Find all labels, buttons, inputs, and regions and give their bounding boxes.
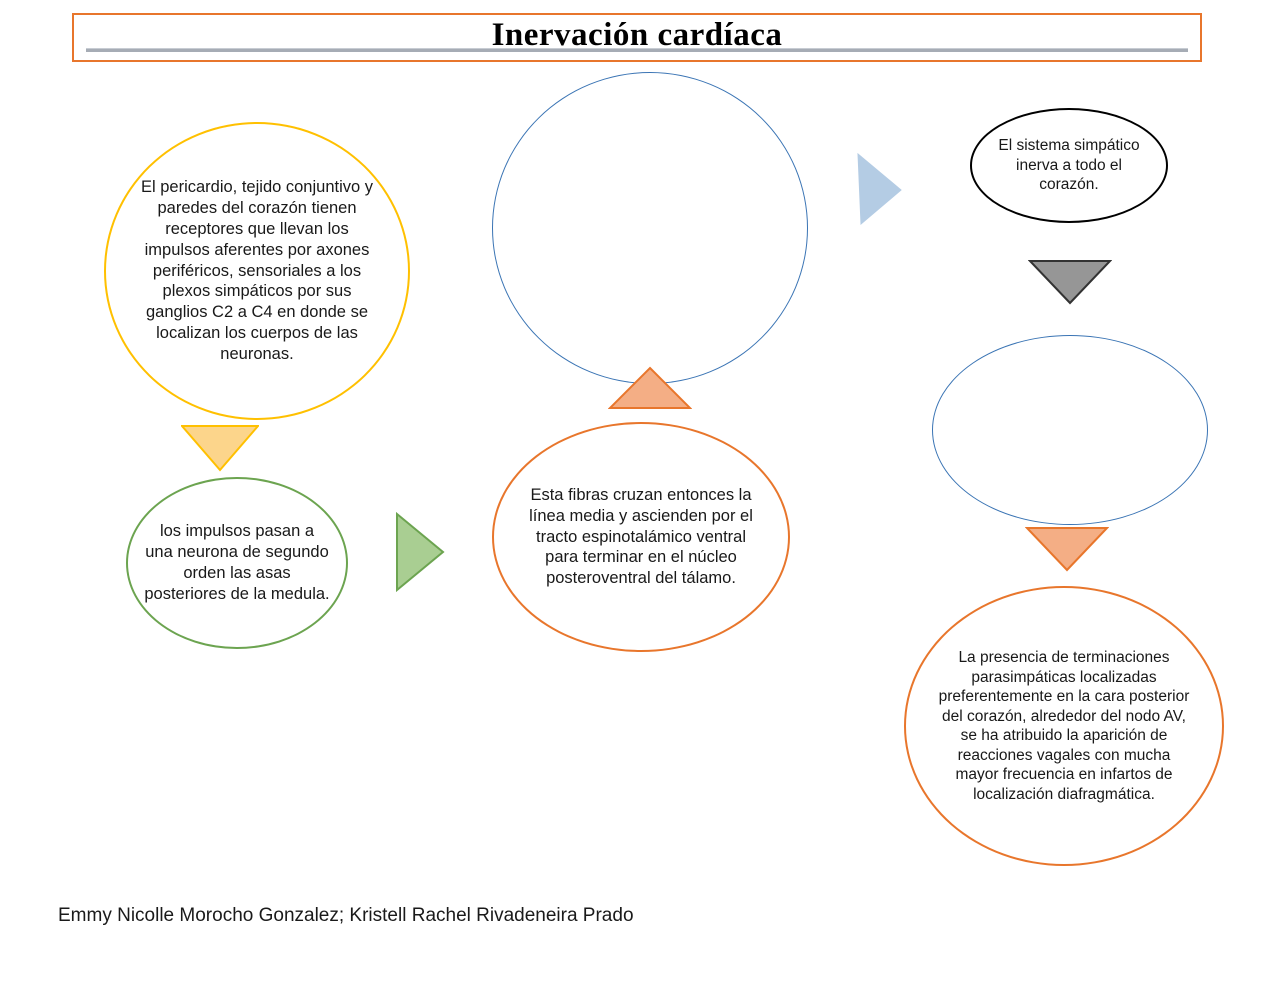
node-fibras-label: Esta fibras cruzan entonces la línea med… [529,486,753,588]
title-banner: Inervación cardíaca [72,13,1202,62]
node-fibras[interactable]: Esta fibras cruzan entonces la línea med… [492,422,790,652]
arrow-down-gray-icon [1028,259,1112,305]
node-impulsos[interactable]: los impulsos pasan a una neurona de segu… [126,477,348,649]
title-divider-rule [86,48,1188,52]
arrow-up-salmon-icon [608,366,692,410]
node-blue-empty-top[interactable] [492,72,808,384]
node-sistema-simpatico-label: El sistema simpático inerva a todo el co… [998,137,1140,194]
node-parasimpatico[interactable]: La presencia de terminaciones parasimpát… [904,586,1224,866]
arrow-right-green-icon [395,512,445,592]
node-sistema-simpatico[interactable]: El sistema simpático inerva a todo el co… [970,108,1168,223]
arrow-down-yellow-icon [181,424,259,472]
footer-authors: Emmy Nicolle Morocho Gonzalez; Kristell … [58,905,634,926]
page-title: Inervación cardíaca [491,17,783,53]
node-pericardio-label: El pericardio, tejido conjuntivo y pared… [140,178,374,363]
arrow-down-salmon-icon [1025,526,1109,572]
node-blue-empty-right[interactable] [932,335,1208,525]
node-pericardio[interactable]: El pericardio, tejido conjuntivo y pared… [104,122,410,420]
node-parasimpatico-label: La presencia de terminaciones parasimpát… [938,649,1190,803]
node-impulsos-label: los impulsos pasan a una neurona de segu… [144,522,330,603]
arrow-right-blue-icon [855,152,903,226]
